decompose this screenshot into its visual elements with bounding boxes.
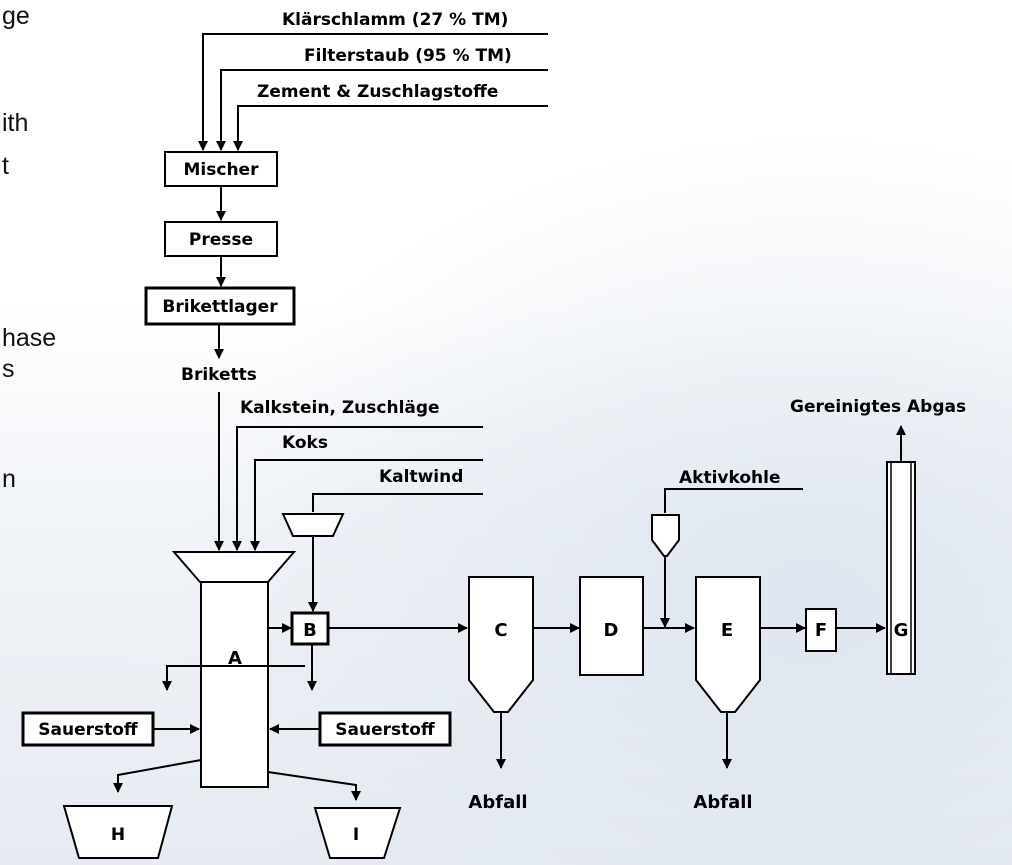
a-to-h-line: [113, 759, 202, 793]
kaltwind-label: Kaltwind: [379, 467, 463, 487]
unit-a: [200, 581, 269, 788]
side-text-6: n: [2, 465, 16, 493]
sauerstoff-left-label: Sauerstoff: [38, 720, 138, 740]
a-to-i-line: [267, 771, 361, 801]
unit-b-label: B: [303, 620, 317, 641]
kaltwind-line: [312, 493, 483, 512]
side-text-2: ith: [2, 109, 29, 137]
unit-h-label: H: [111, 825, 125, 845]
sauerstoff-right-label: Sauerstoff: [335, 720, 435, 740]
klaerschlamm-label: Klärschlamm (27 % TM): [282, 10, 508, 30]
gereinigtes-abgas-label: Gereinigtes Abgas: [790, 397, 966, 417]
unit-f: [805, 608, 837, 652]
unit-e: [695, 576, 761, 713]
abfall-c-label: Abfall: [468, 792, 527, 813]
furnace-hopper: [171, 551, 297, 583]
unit-d: [579, 576, 644, 676]
koks-feed: [250, 459, 483, 551]
aktivkohle-dosing-hopper: [651, 514, 680, 557]
kaltwind-blower: [281, 513, 345, 537]
briketts-label: Briketts: [181, 365, 257, 385]
side-text-5: s: [2, 355, 15, 383]
unit-a-label: A: [228, 648, 242, 669]
mischer-label: Mischer: [184, 160, 260, 180]
kalkstein-feed: [232, 426, 483, 551]
filterstaub-feed: [216, 69, 548, 151]
side-text-4: hase: [2, 324, 57, 352]
brikettlager-label: Brikettlager: [162, 297, 278, 317]
unit-c-label: C: [494, 620, 507, 641]
koks-label: Koks: [282, 433, 328, 453]
unit-h: [62, 805, 174, 859]
klaerschlamm-feed: [198, 33, 548, 151]
zement-feed: [233, 105, 548, 151]
unit-g-label: G: [894, 620, 909, 641]
sauerstoff-left-box: [21, 711, 155, 747]
unit-d-label: D: [604, 620, 619, 641]
side-text-3: t: [2, 152, 9, 180]
unit-i-label: I: [353, 825, 359, 845]
sauerstoff-left-distribution: [162, 665, 305, 691]
zement-label: Zement & Zuschlagstoffe: [257, 82, 498, 102]
sauerstoff-right-box: [318, 711, 452, 747]
presse-box: [164, 221, 278, 257]
unit-f-label: F: [815, 620, 827, 641]
unit-i: [313, 807, 402, 859]
unit-c: [468, 576, 534, 713]
kalkstein-label: Kalkstein, Zuschläge: [240, 398, 440, 418]
unit-e-label: E: [721, 620, 733, 641]
side-text-1: ge: [2, 2, 30, 30]
aktivkohle-label: Aktivkohle: [679, 468, 781, 488]
presse-label: Presse: [189, 230, 253, 250]
abfall-e-label: Abfall: [693, 792, 752, 813]
filterstaub-label: Filterstaub (95 % TM): [304, 46, 512, 66]
aktivkohle-line: [664, 488, 803, 513]
